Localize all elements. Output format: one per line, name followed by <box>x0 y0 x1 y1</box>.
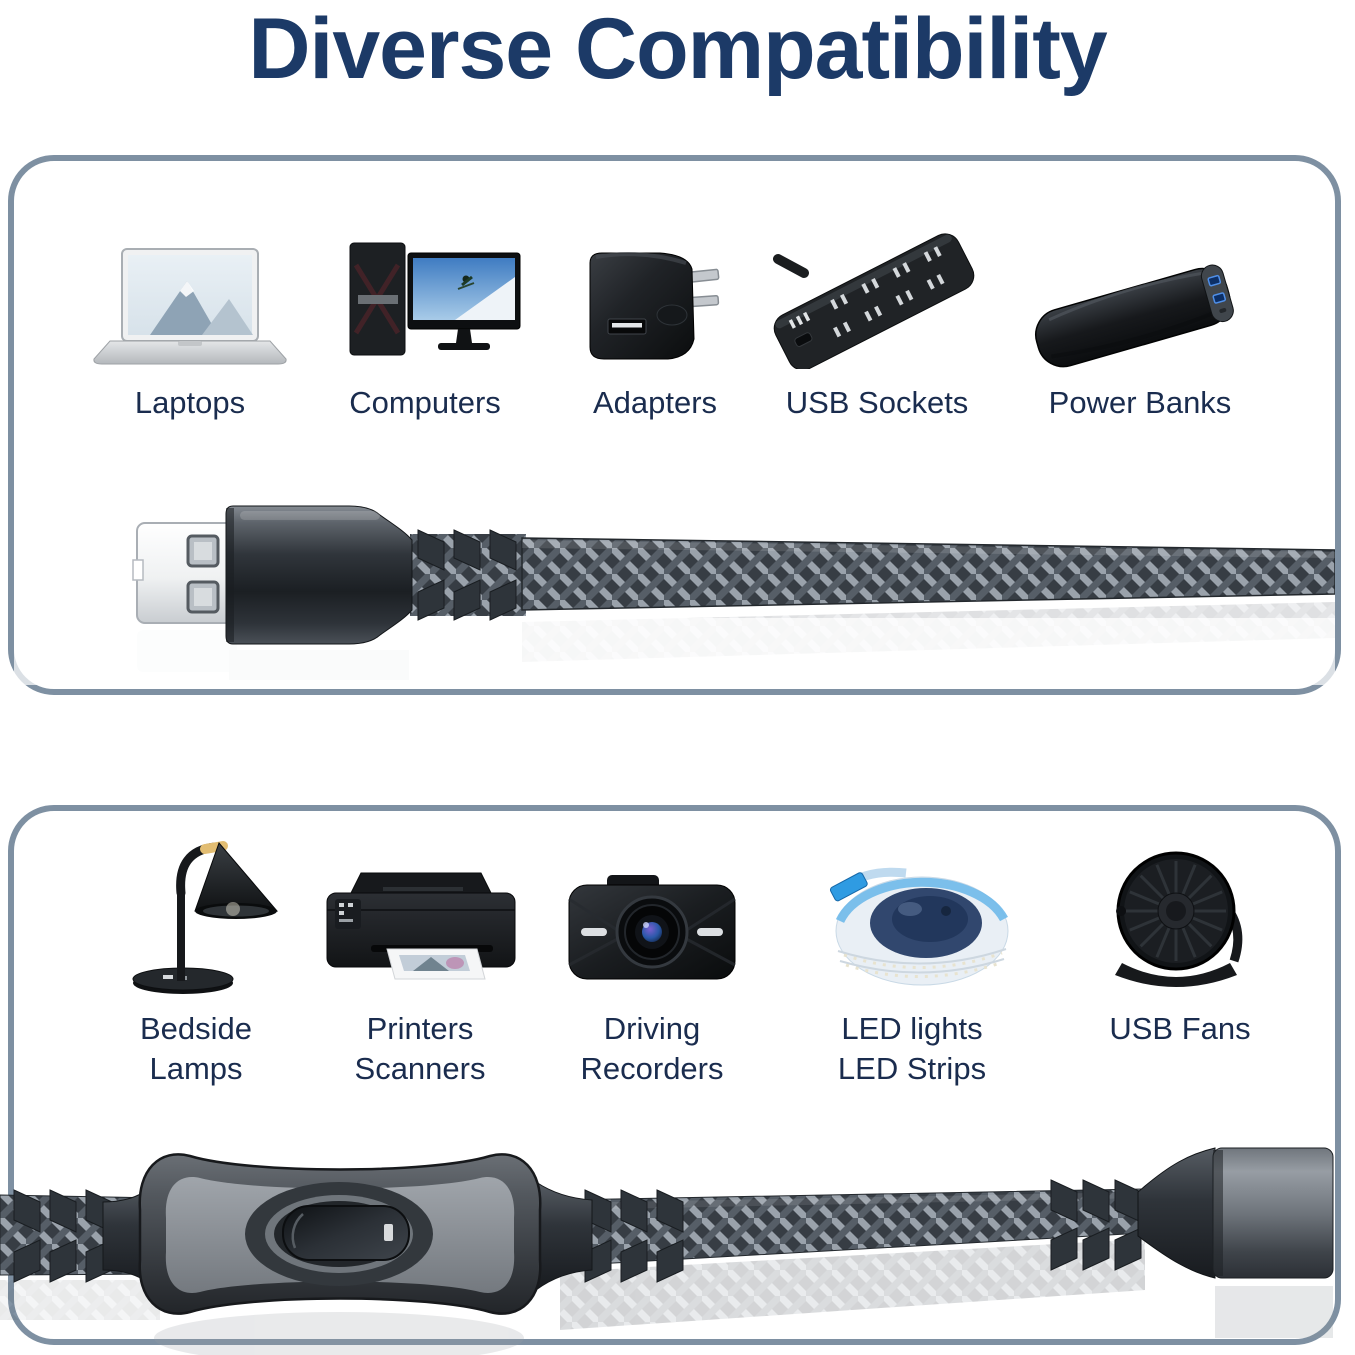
usb-fan-icon <box>1114 851 1242 987</box>
switch-cable-image <box>0 1147 1334 1355</box>
device-laptops: Laptops <box>75 233 305 423</box>
strain-relief <box>417 529 517 621</box>
device-printers-scanners: Printers Scanners <box>305 845 535 1089</box>
compatibility-box-top: Laptops <box>8 155 1341 695</box>
printer-image <box>313 845 528 995</box>
strain-relief-left <box>13 1189 113 1283</box>
usb-a-plug-tongue <box>132 522 238 624</box>
device-computers: Computers <box>310 233 540 423</box>
inline-switch <box>138 1153 542 1315</box>
strain-relief-connector <box>1050 1179 1142 1271</box>
usb-a-female-strain-cone <box>1137 1147 1216 1279</box>
device-label: Power Banks <box>1048 385 1232 420</box>
laptop-icon <box>93 248 287 365</box>
driving-recorder-icon <box>567 875 736 980</box>
usb-socket-image <box>770 233 985 369</box>
power-bank-icon <box>1034 264 1234 368</box>
device-usb-sockets: USB Sockets <box>762 233 992 423</box>
device-usb-fans: USB Fans <box>1065 845 1295 1049</box>
device-label: USB Fans <box>1109 1011 1251 1046</box>
bedside-lamp-image <box>111 841 281 995</box>
device-bedside-lamps: Bedside Lamps <box>81 841 311 1089</box>
printer-icon <box>326 872 515 980</box>
computer-image <box>320 233 530 369</box>
device-label: Adapters <box>592 385 718 420</box>
device-label: Bedside Lamps <box>139 1011 253 1086</box>
led-strip-icon <box>829 867 1008 986</box>
device-label: Printers Scanners <box>354 1011 486 1086</box>
laptop-image <box>90 233 290 369</box>
usb-fan-image <box>1088 845 1273 995</box>
usb-a-female-connector <box>1212 1147 1334 1279</box>
bedside-lamp-icon <box>132 841 279 994</box>
switch-rocker <box>282 1205 410 1261</box>
device-label: USB Sockets <box>785 385 969 420</box>
device-driving-recorders: Driving Recorders <box>537 845 767 1089</box>
page-title: Diverse Compatibility <box>248 1 1107 97</box>
switch-indicator <box>384 1224 393 1241</box>
device-adapters: Adapters <box>540 233 770 423</box>
usb-adapter-icon <box>589 252 720 360</box>
braided-cable <box>521 537 1335 611</box>
device-power-banks: Power Banks <box>1025 233 1255 423</box>
usb-socket-icon <box>772 233 974 369</box>
desktop-computer-icon <box>349 242 521 356</box>
device-label: Computers <box>349 385 501 420</box>
led-strip-image <box>810 845 1015 995</box>
power-bank-image <box>1023 233 1258 369</box>
usb-a-male-cable-image <box>14 505 1335 685</box>
device-label: LED lights LED Strips <box>837 1011 987 1086</box>
device-led-strips: LED lights LED Strips <box>797 845 1027 1089</box>
device-label: Laptops <box>134 385 246 420</box>
adapter-image <box>560 233 750 369</box>
driving-recorder-image <box>555 845 750 995</box>
usb-a-plug-housing <box>225 505 413 645</box>
device-label: Driving Recorders <box>580 1011 724 1086</box>
